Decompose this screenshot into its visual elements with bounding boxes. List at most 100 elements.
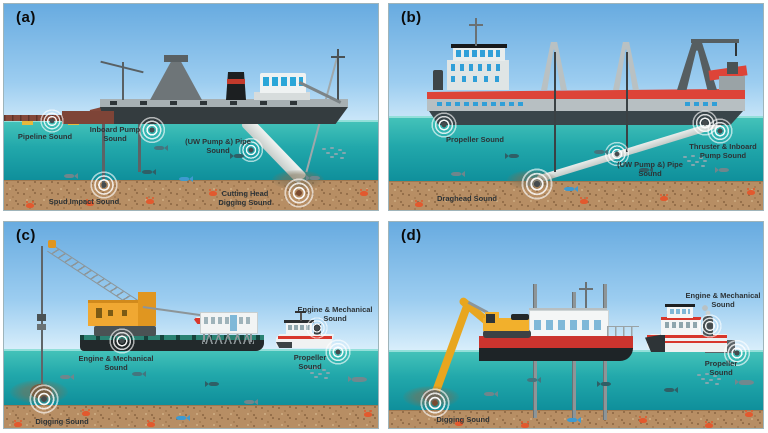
spud-pole (138, 122, 141, 172)
seabed (4, 405, 378, 428)
engine-block (511, 314, 529, 320)
panel-d: (d) Digging Sound Engine & Mechanical So… (388, 221, 764, 429)
bridge-base (254, 92, 310, 100)
fish-school-icon (320, 146, 350, 160)
fish-school-icon (304, 366, 334, 380)
label-cutting-head-digging-sound: Cutting Head Digging Sound (218, 189, 272, 207)
fish-icon (719, 168, 729, 172)
funnel-smoke (702, 305, 711, 316)
barge-topside-red (479, 336, 633, 349)
panel-label: (d) (401, 227, 422, 244)
panel-label: (a) (16, 9, 36, 26)
sound-icon (707, 118, 733, 144)
fish-icon (567, 417, 581, 423)
label-propeller-sound: Propeller Sound (446, 135, 504, 144)
mast-crossbar (331, 56, 345, 58)
label-thruster-inboard-pump-sound: Thruster & Inboard Pump Sound (689, 142, 757, 160)
excavator-tracks (483, 330, 531, 338)
hull-red-band (427, 89, 745, 99)
label-digging-sound: Digging Sound (436, 415, 490, 424)
cabin-mast (585, 282, 587, 310)
fish-school-icon (681, 154, 711, 168)
crane-window (108, 310, 113, 316)
tug-deckhouse-trim (661, 317, 701, 320)
fish-icon (484, 391, 498, 397)
fish-icon (527, 377, 541, 383)
sound-icon (40, 109, 64, 133)
truss-leg (203, 330, 205, 342)
fish-icon (132, 371, 146, 377)
gantry-cap (164, 55, 188, 62)
panel-b: (b) Propeller Sound Draghead Sound (UW P… (388, 3, 764, 211)
tug-deckhouse-windows (665, 322, 697, 328)
mast (475, 18, 477, 46)
mast-crossbar (469, 24, 483, 26)
barge-deck (80, 335, 264, 340)
panel-a: (a) Pipeline Sound Inboard Pump Sound (U… (3, 3, 379, 211)
cabin-truss (202, 332, 254, 344)
crab-icon (86, 199, 94, 206)
crab-icon (747, 188, 755, 195)
deckhouse-windows (451, 64, 505, 71)
crab-icon (146, 197, 154, 204)
fish-icon (564, 186, 578, 192)
sound-icon (109, 328, 135, 354)
panel-label: (b) (401, 9, 422, 26)
sound-icon (420, 388, 450, 418)
barge-hull-black (479, 348, 633, 361)
panel-c: (c) Engine & Mechanical Sound Digging So… (3, 221, 379, 429)
sound-icon (604, 141, 630, 167)
label-pipeline-sound: Pipeline Sound (17, 132, 73, 141)
tug-radar-bar (295, 311, 306, 313)
panel-label: (c) (16, 227, 36, 244)
crab-icon (745, 410, 753, 417)
sound-icon (238, 137, 264, 163)
fish-icon (310, 176, 320, 180)
crab-icon (82, 409, 90, 416)
tug-wheelhouse-roof (665, 304, 695, 307)
crab-icon (415, 200, 423, 207)
pipeline-float (22, 121, 33, 125)
bridge-windows (263, 77, 303, 86)
label-engine-mechanical-sound-barge: Engine & Mechanical Sound (78, 354, 154, 372)
tug-bow-shadow (276, 342, 292, 348)
crane-window (122, 310, 127, 316)
foremast (122, 62, 124, 100)
porthole-row (437, 102, 527, 106)
crab-icon (26, 201, 34, 208)
hull-underwater (429, 111, 743, 125)
sound-icon (284, 178, 314, 208)
crane-tower (138, 292, 156, 326)
hook-block (37, 314, 46, 321)
tug-red-stripe (647, 341, 727, 343)
sound-icon (521, 168, 553, 200)
fish-icon (739, 380, 754, 385)
tug-windows (288, 325, 310, 330)
bridge-roof (451, 44, 507, 48)
crab-icon (209, 189, 217, 196)
label-spud-impact-sound: Spud Impact Sound (48, 197, 120, 206)
bridge-windows (456, 50, 500, 57)
funnel (226, 72, 246, 100)
label-draghead-sound: Draghead Sound (436, 194, 497, 203)
label-propeller-sound: Propeller Sound (293, 353, 327, 371)
sound-icon (29, 384, 59, 414)
tug-wheelhouse-windows (670, 309, 690, 314)
sound-icon (698, 314, 722, 338)
fish-icon (352, 377, 367, 382)
barge-hull (80, 340, 264, 351)
fish-icon (509, 154, 519, 158)
label-inboard-pump-sound: Inboard Pump Sound (89, 125, 141, 143)
fish-icon (176, 415, 190, 421)
spud-pole (102, 122, 105, 188)
crab-icon (639, 416, 647, 423)
crane-house-roof (88, 300, 146, 303)
label-uw-pump-pipe-sound: (UW Pump &) Pipe Sound (185, 137, 251, 155)
crab-icon (660, 194, 668, 201)
crab-icon (14, 420, 22, 427)
fish-icon (154, 145, 168, 151)
fish-icon (142, 169, 156, 175)
fish-icon (639, 167, 653, 173)
cabin-windows (204, 317, 252, 324)
